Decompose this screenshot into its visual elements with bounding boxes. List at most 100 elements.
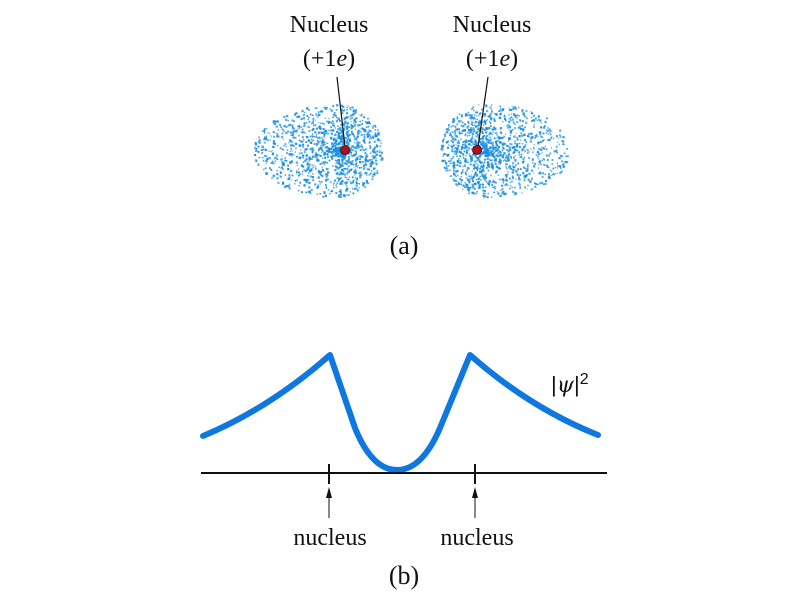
panel-a: Nucleus (+1e) Nucleus (+1e) (a) <box>254 12 569 260</box>
cloud-dot <box>478 177 480 180</box>
cloud-dot <box>313 164 315 166</box>
cloud-dot <box>498 178 501 181</box>
cloud-dot <box>528 157 530 159</box>
cloud-dot <box>261 145 264 148</box>
cloud-dot <box>512 121 515 124</box>
cloud-dot <box>458 132 461 135</box>
cloud-dot <box>552 167 555 170</box>
cloud-dot <box>311 176 314 179</box>
cloud-dot <box>477 127 481 130</box>
cloud-dot <box>537 119 540 121</box>
cloud-dot <box>509 181 511 184</box>
cloud-dot <box>355 184 358 187</box>
cloud-dot <box>466 114 468 116</box>
cloud-dot <box>457 158 460 160</box>
cloud-dot <box>505 154 508 157</box>
cloud-dot <box>288 152 291 156</box>
cloud-dot <box>295 111 298 114</box>
cloud-dot <box>503 115 506 118</box>
cloud-dot <box>279 171 282 174</box>
cloud-dot <box>353 119 356 122</box>
cloud-dot <box>495 170 498 173</box>
cloud-dot <box>506 180 508 182</box>
cloud-dot <box>474 139 477 142</box>
cloud-dot <box>550 147 552 149</box>
cloud-dot <box>511 175 514 178</box>
cloud-dot <box>311 164 313 167</box>
cloud-dot <box>522 120 524 123</box>
cloud-dot <box>347 130 349 133</box>
cloud-dot <box>331 157 334 160</box>
cloud-dot <box>473 130 476 133</box>
cloud-dot <box>298 134 300 137</box>
cloud-dot <box>534 137 536 139</box>
cloud-dot <box>344 168 346 170</box>
cloud-dot <box>364 160 367 162</box>
cloud-dot <box>346 141 349 144</box>
cloud-dot <box>460 175 463 178</box>
cloud-dot <box>450 125 453 128</box>
cloud-dot <box>519 119 521 121</box>
cloud-dot <box>512 152 514 154</box>
cloud-dot <box>288 183 291 186</box>
cloud-dot <box>376 150 379 152</box>
cloud-dot <box>495 140 498 142</box>
cloud-dot <box>525 173 528 176</box>
cloud-dot <box>485 166 488 169</box>
cloud-dot <box>290 147 292 150</box>
cloud-dot <box>312 139 315 142</box>
cloud-dot <box>263 141 266 144</box>
cloud-dot <box>451 120 455 124</box>
cloud-dot <box>371 170 373 172</box>
cloud-dot <box>464 182 466 184</box>
cloud-dot <box>493 191 495 194</box>
cloud-dot <box>522 160 525 163</box>
cloud-dot <box>288 176 291 179</box>
cloud-dot <box>343 155 346 159</box>
cloud-dot <box>377 132 380 134</box>
cloud-dot <box>326 148 329 150</box>
cloud-dot <box>363 167 366 169</box>
cloud-dot <box>522 134 524 137</box>
cloud-dot <box>376 170 378 172</box>
cloud-dot <box>305 136 309 139</box>
cloud-dot <box>546 129 549 132</box>
cloud-dot <box>560 167 562 169</box>
cloud-dot <box>290 153 293 156</box>
cloud-dot <box>355 157 359 160</box>
cloud-dot <box>522 129 525 132</box>
cloud-dot <box>465 154 467 157</box>
cloud-dot <box>534 162 537 165</box>
cloud-dot <box>300 152 303 155</box>
cloud-dot <box>287 168 290 171</box>
cloud-dot <box>466 169 468 172</box>
cloud-dot <box>479 175 481 178</box>
cloud-dot <box>460 115 463 118</box>
cloud-dot <box>479 112 482 115</box>
cloud-dot <box>346 124 348 126</box>
cloud-dot <box>318 131 321 134</box>
cloud-dot <box>321 157 324 159</box>
cloud-dot <box>476 166 479 168</box>
cloud-dot <box>454 170 458 173</box>
cloud-dot <box>516 139 518 141</box>
cloud-dot <box>345 181 348 184</box>
cloud-dot <box>331 157 333 159</box>
cloud-dot <box>329 150 331 152</box>
cloud-dot <box>300 149 302 151</box>
cloud-dot <box>477 137 479 139</box>
cloud-dot <box>363 128 366 131</box>
cloud-dot <box>499 109 501 111</box>
cloud-dot <box>509 134 512 137</box>
cloud-dot <box>530 116 533 118</box>
cloud-dot <box>374 129 377 131</box>
cloud-dot <box>485 143 488 146</box>
cloud-dot <box>302 113 306 117</box>
cloud-dot <box>271 150 273 152</box>
cloud-dot <box>559 136 562 138</box>
cloud-dot <box>338 150 340 153</box>
cloud-dot <box>559 171 562 175</box>
cloud-dot <box>457 145 460 147</box>
cloud-dot <box>258 136 260 139</box>
cloud-dot <box>482 152 485 154</box>
